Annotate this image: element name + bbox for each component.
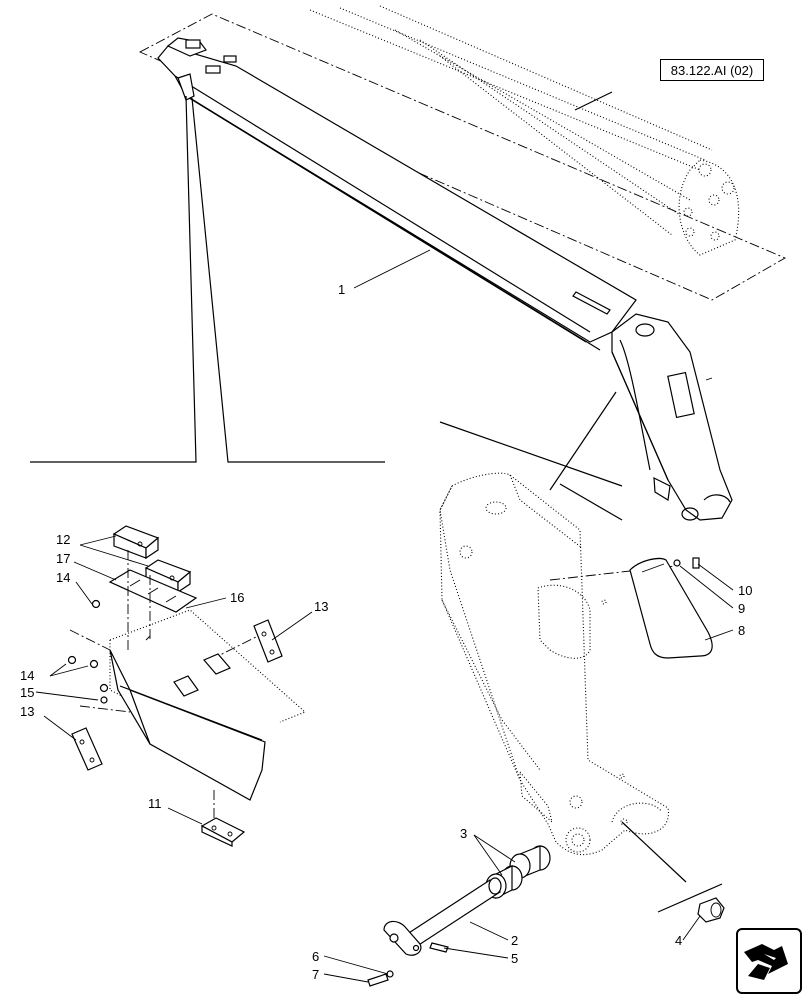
reference-link-83-122[interactable]: 83.122.AI (02) bbox=[660, 59, 764, 81]
guide-plates-13 bbox=[71, 619, 283, 771]
grease-fitting-4 bbox=[621, 821, 725, 923]
callout-2[interactable]: 2 bbox=[511, 933, 518, 948]
pivot-pin-2 bbox=[383, 877, 502, 956]
callout-5[interactable]: 5 bbox=[511, 951, 518, 966]
callout-6[interactable]: 6 bbox=[312, 949, 319, 964]
callout-13-left[interactable]: 13 bbox=[20, 704, 34, 719]
callout-9[interactable]: 9 bbox=[738, 601, 745, 616]
callout-10[interactable]: 10 bbox=[738, 583, 752, 598]
callout-14-bottom[interactable]: 14 bbox=[20, 668, 34, 683]
callout-14-top[interactable]: 14 bbox=[56, 570, 70, 585]
callout-7[interactable]: 7 bbox=[312, 967, 319, 982]
next-page-arrow-icon bbox=[744, 944, 788, 980]
boom-extension-outline bbox=[138, 5, 787, 301]
shim-plate-17 bbox=[108, 569, 198, 613]
callout-15[interactable]: 15 bbox=[20, 685, 34, 700]
callout-8[interactable]: 8 bbox=[738, 623, 745, 638]
callout-3[interactable]: 3 bbox=[460, 826, 467, 841]
boom-foot-section bbox=[69, 550, 307, 820]
callout-4[interactable]: 4 bbox=[675, 933, 682, 948]
callout-17[interactable]: 17 bbox=[56, 551, 70, 566]
detail-leader-lines bbox=[30, 95, 385, 463]
wear-pads-12 bbox=[112, 525, 192, 594]
callout-16[interactable]: 16 bbox=[230, 590, 244, 605]
callout-11[interactable]: 11 bbox=[148, 796, 162, 811]
plate-11 bbox=[200, 817, 246, 847]
callout-1[interactable]: 1 bbox=[338, 282, 345, 297]
reference-label: 83.122.AI (02) bbox=[670, 62, 754, 78]
bolts-14-washers-15 bbox=[67, 599, 109, 704]
fasteners-5-6-7 bbox=[367, 942, 449, 987]
screws-9-10 bbox=[673, 557, 700, 569]
boom-arm bbox=[157, 37, 733, 521]
next-page-button[interactable] bbox=[736, 928, 802, 994]
callout-leaders bbox=[35, 91, 734, 983]
callout-12[interactable]: 12 bbox=[56, 532, 70, 547]
callout-labels: 1 2 3 4 5 6 7 8 9 10 11 12 13 13 14 14 1… bbox=[20, 282, 752, 982]
boom-head-detail bbox=[439, 391, 669, 856]
callout-13-right[interactable]: 13 bbox=[314, 599, 328, 614]
cover-plate bbox=[549, 557, 713, 659]
